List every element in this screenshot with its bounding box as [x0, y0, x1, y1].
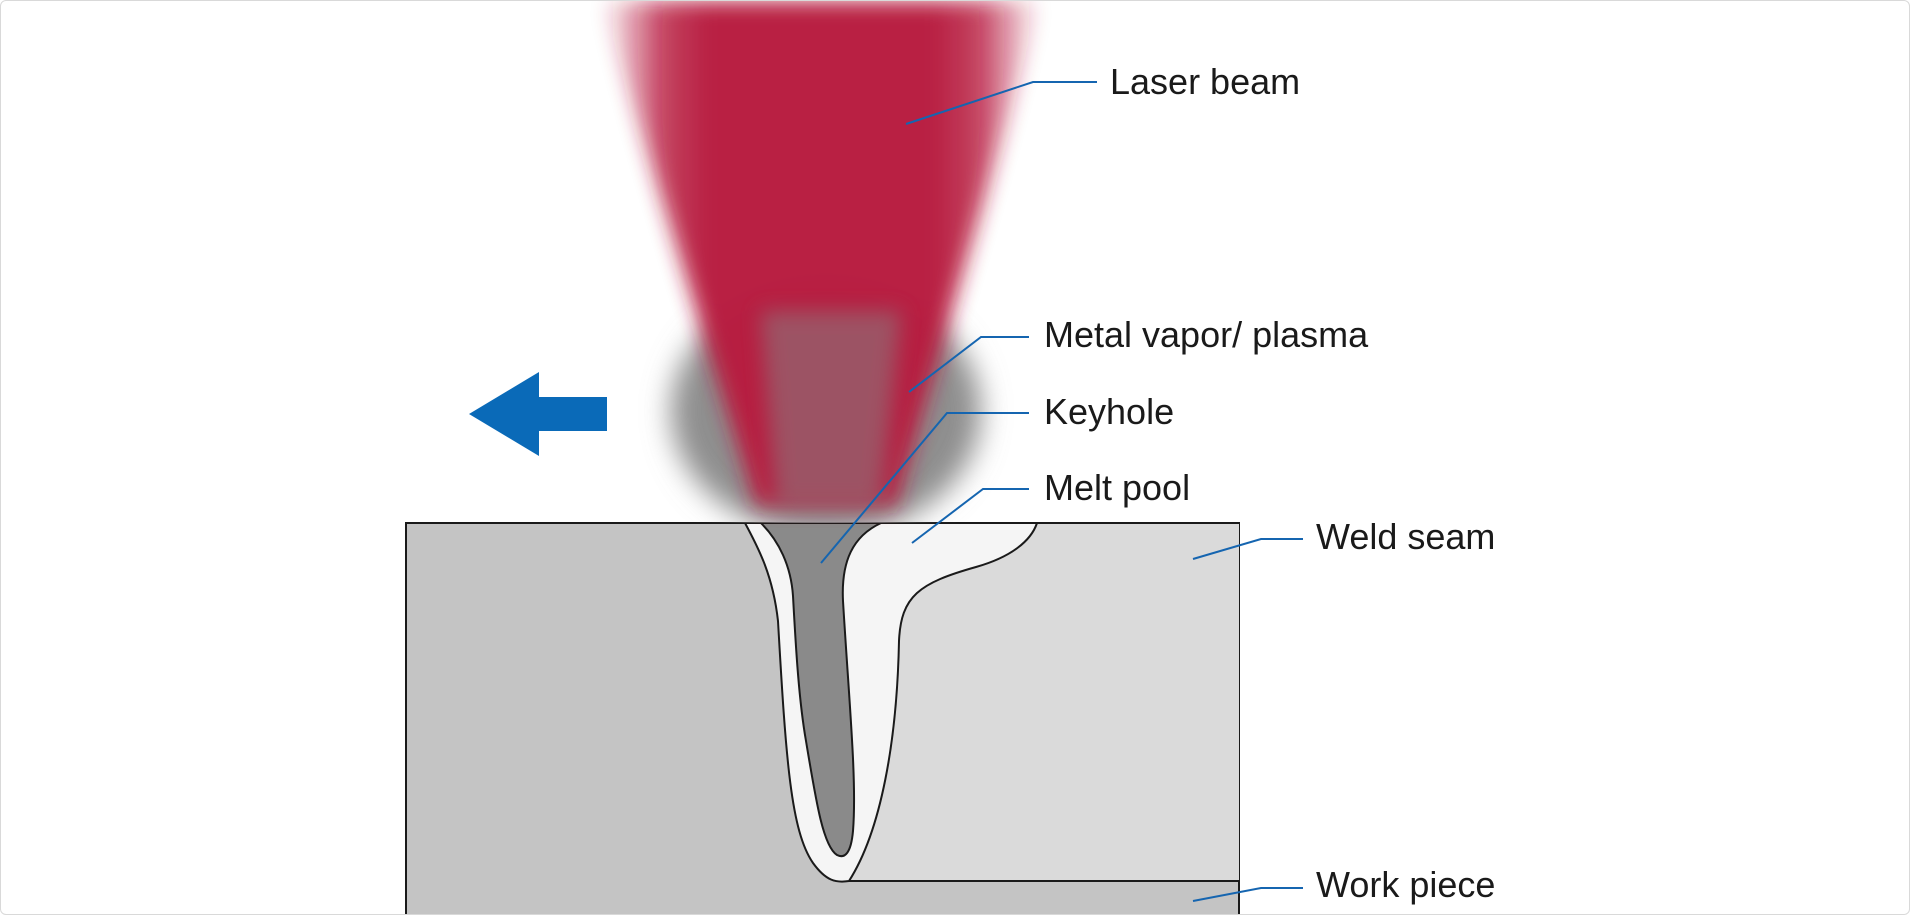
label-melt-pool: Melt pool	[1044, 467, 1190, 508]
label-laser-beam: Laser beam	[1110, 61, 1300, 102]
laser-beam	[601, 1, 1041, 506]
leader-line-melt-pool	[911, 488, 1029, 544]
laser-through-plasma	[761, 311, 901, 506]
label-work-piece: Work piece	[1316, 864, 1495, 905]
label-keyhole: Keyhole	[1044, 391, 1174, 432]
label-metal-vapor-plasma: Metal vapor/ plasma	[1044, 314, 1369, 355]
label-weld-seam: Weld seam	[1316, 516, 1495, 557]
keyhole	[758, 522, 882, 858]
arrow-left-icon	[469, 372, 607, 456]
leader-line-keyhole	[820, 412, 1029, 564]
leader-line-work-piece	[1192, 887, 1303, 902]
leader-line-metal-vapor	[908, 336, 1029, 393]
weld-seam-region	[849, 523, 1239, 881]
leader-line-weld-seam	[1192, 538, 1303, 560]
leader-line-laser-beam	[905, 81, 1097, 125]
